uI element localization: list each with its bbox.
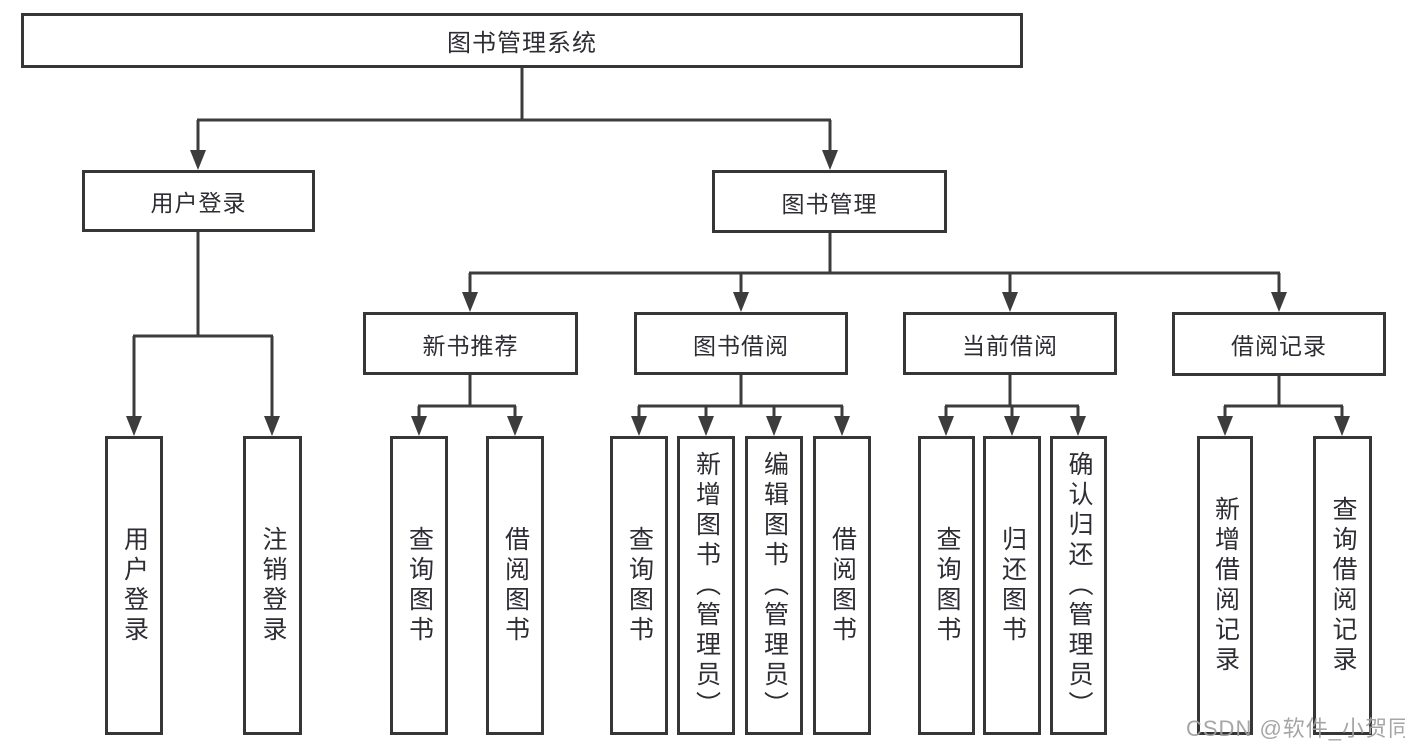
csdn-watermark: CSDN @软件_小贺同学 <box>1186 716 1405 741</box>
node-book-borrowing: 图书借阅 <box>634 312 848 375</box>
leaf-return-book: 归还图书 <box>983 436 1041 735</box>
node-book-management-branch: 图书管理 <box>712 170 947 233</box>
leaf-borrow-book-borrowing: 借阅图书 <box>813 436 871 735</box>
node-label: 用户登录 <box>150 190 247 216</box>
node-label: 新书推荐 <box>422 332 519 359</box>
node-label: 图书管理 <box>781 190 878 217</box>
node-current-borrowing: 当前借阅 <box>903 312 1117 375</box>
leaf-label: 编辑图书（管理员） <box>760 450 789 721</box>
leaf-borrow-book-recommend: 借阅图书 <box>486 436 544 735</box>
leaf-label: 新增图书（管理员） <box>692 450 721 721</box>
leaf-user-login: 用户登录 <box>105 436 163 735</box>
leaf-label: 注销登录 <box>259 525 287 646</box>
node-borrow-records: 借阅记录 <box>1172 312 1386 376</box>
leaf-label: 借阅图书 <box>828 525 857 646</box>
leaf-label: 确认归还（管理员） <box>1065 450 1093 721</box>
node-label: 借阅记录 <box>1231 333 1327 359</box>
leaf-label: 用户登录 <box>120 525 149 646</box>
leaf-edit-book-admin: 编辑图书（管理员） <box>745 436 803 735</box>
leaf-add-borrow-record: 新增借阅记录 <box>1197 436 1253 735</box>
node-root-system: 图书管理系统 <box>21 13 1023 68</box>
leaf-label: 查询图书 <box>933 525 961 646</box>
node-root-label: 图书管理系统 <box>447 30 597 57</box>
leaf-query-book-current: 查询图书 <box>918 436 975 735</box>
leaf-label: 新增借阅记录 <box>1211 495 1240 676</box>
leaf-confirm-return-admin: 确认归还（管理员） <box>1050 436 1107 735</box>
leaf-query-borrow-record: 查询借阅记录 <box>1313 436 1372 735</box>
leaf-query-book-borrowing: 查询图书 <box>610 436 668 735</box>
node-new-book-recommend: 新书推荐 <box>363 312 578 375</box>
leaf-add-book-admin: 新增图书（管理员） <box>677 436 735 735</box>
node-label: 图书借阅 <box>693 332 789 359</box>
leaf-label: 查询图书 <box>405 525 434 646</box>
leaf-logout: 注销登录 <box>243 436 302 735</box>
node-user-login-branch: 用户登录 <box>82 170 315 232</box>
node-label: 当前借阅 <box>962 332 1058 359</box>
leaf-label: 归还图书 <box>998 525 1027 646</box>
leaf-label: 查询借阅记录 <box>1329 495 1357 676</box>
leaf-query-book-recommend: 查询图书 <box>390 436 448 735</box>
leaf-label: 查询图书 <box>625 525 654 646</box>
leaf-label: 借阅图书 <box>501 525 530 646</box>
